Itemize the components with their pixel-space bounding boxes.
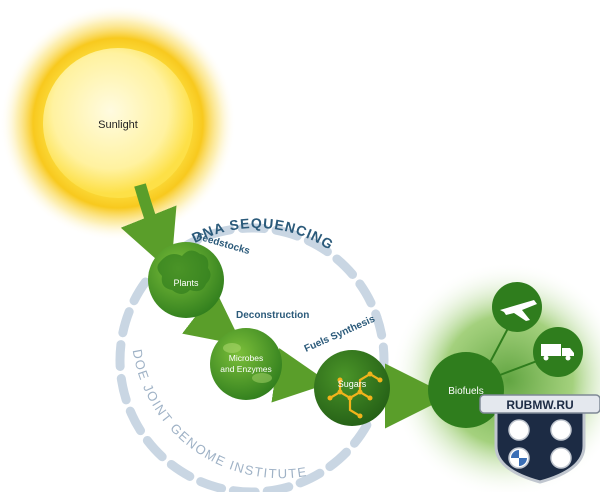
arrow-sun-to-plants — [120, 183, 177, 273]
badge-emblem-right — [550, 419, 572, 441]
microbes-label-line2: and Enzymes — [220, 364, 272, 374]
watermark-badge: RUBMW.RU — [479, 394, 600, 484]
deconstruction-label: Deconstruction — [236, 310, 309, 321]
biofuels-node: Biofuels — [428, 352, 504, 428]
truck-icon — [533, 327, 583, 377]
badge-emblem-bottom-right — [550, 447, 572, 469]
plants-label: Plants — [173, 278, 199, 288]
sugars-label: Sugars — [338, 379, 367, 389]
badge-emblem-left — [508, 419, 530, 441]
microbes-node: Microbes and Enzymes — [210, 328, 282, 400]
plants-node: Plants — [148, 242, 224, 318]
watermark-banner — [479, 394, 600, 414]
microbes-label-line1: Microbes — [229, 353, 263, 363]
fuels-synthesis-label: Fuels Synthesis — [303, 314, 377, 355]
watermark-text: RUBMW.RU — [506, 398, 573, 412]
sunlight-label: Sunlight — [98, 119, 138, 131]
biofuels-label: Biofuels — [448, 386, 484, 397]
sugars-node: Sugars — [314, 350, 390, 426]
sun-core — [43, 48, 193, 198]
airplane-icon — [492, 282, 542, 332]
arrow-microbes-to-sugars — [271, 348, 330, 403]
